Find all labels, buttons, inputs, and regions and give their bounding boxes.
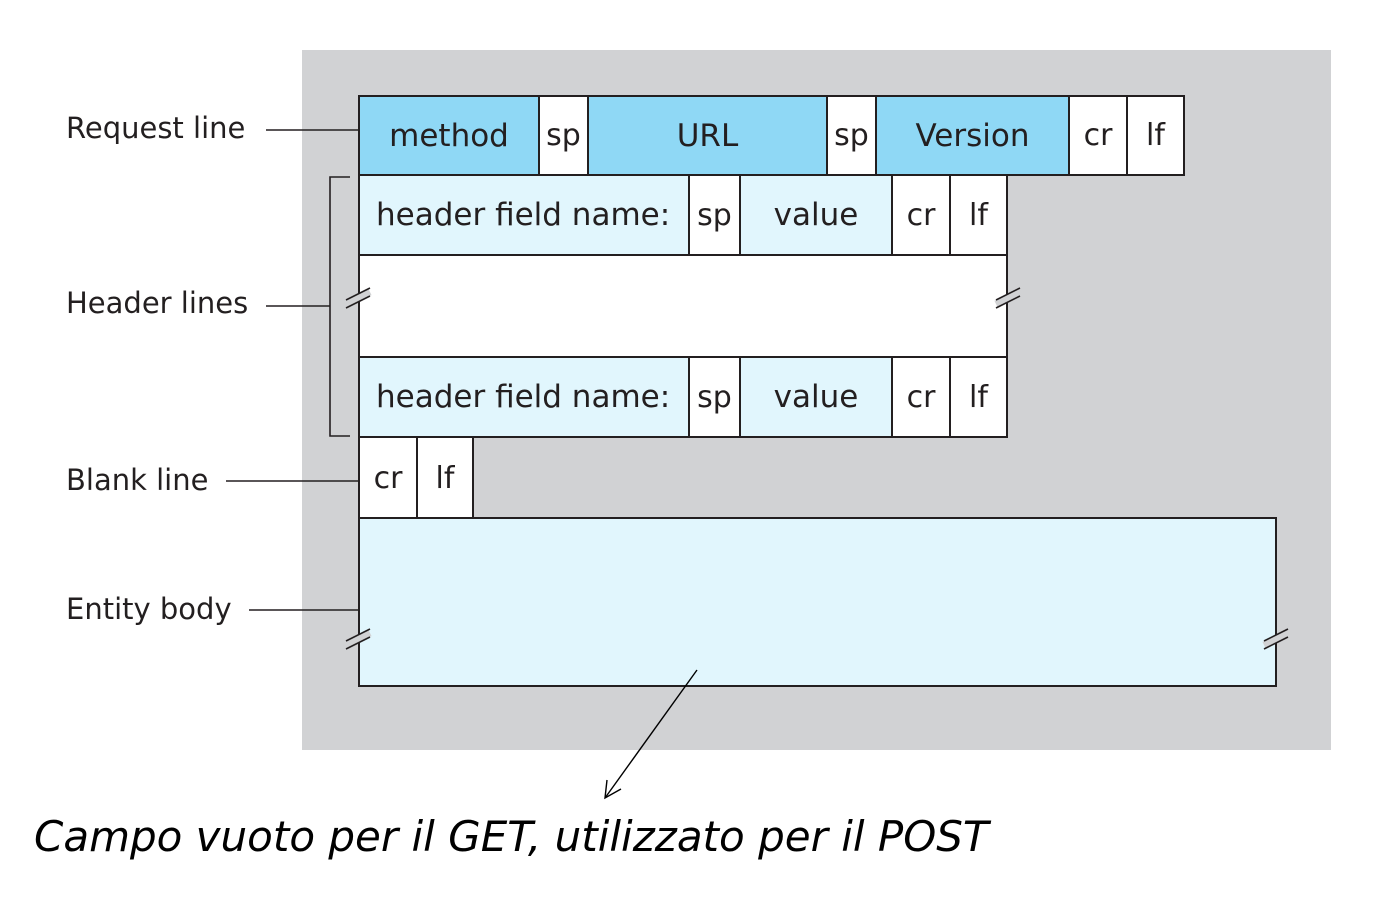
request-cr: cr (1068, 95, 1128, 176)
blank-lf: lf (416, 436, 474, 520)
header-field-name-2: header field name: (358, 356, 690, 438)
label-header-lines: Header lines (66, 286, 249, 320)
label-request-line: Request line (66, 111, 246, 145)
label-entity-body: Entity body (66, 592, 232, 626)
method-field: method (358, 95, 540, 176)
request-sp-2: sp (826, 95, 877, 176)
header-lf-1: lf (949, 174, 1008, 256)
request-lf: lf (1126, 95, 1185, 176)
request-sp-1: sp (538, 95, 589, 176)
label-blank-line: Blank line (66, 463, 209, 497)
header-cr-2: cr (891, 356, 951, 438)
header-value-1: value (739, 174, 893, 256)
header-value-2: value (739, 356, 893, 438)
header-sp-1: sp (688, 174, 741, 256)
header-field-name-1: header field name: (358, 174, 690, 256)
url-field: URL (587, 95, 828, 176)
elided-header-lines (358, 254, 1008, 358)
header-lf-2: lf (949, 356, 1008, 438)
version-field: Version (875, 95, 1070, 176)
entity-body-field (358, 517, 1277, 687)
header-sp-2: sp (688, 356, 741, 438)
caption-text: Campo vuoto per il GET, utilizzato per i… (34, 812, 989, 861)
blank-cr: cr (358, 436, 418, 520)
header-cr-1: cr (891, 174, 951, 256)
